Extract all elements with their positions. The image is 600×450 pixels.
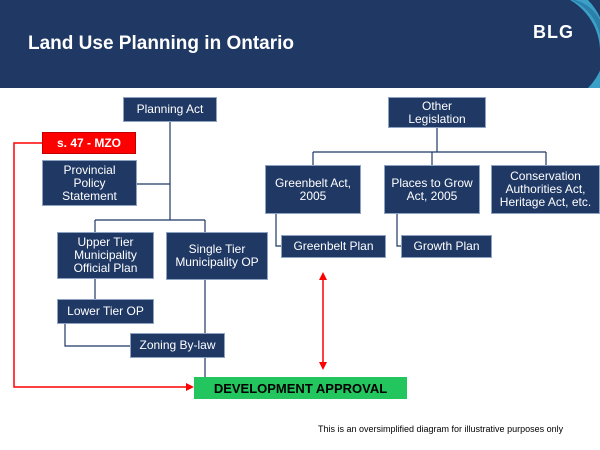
conservation-act-box: Conservation Authorities Act, Heritage A…: [491, 165, 600, 214]
greenbelt-act-box: Greenbelt Act, 2005: [265, 165, 361, 214]
zoning-bylaw-box: Zoning By-law: [130, 333, 225, 358]
other-legislation-box: Other Legislation: [388, 97, 486, 128]
lower-tier-op-box: Lower Tier OP: [57, 299, 154, 324]
places-to-grow-act-box: Places to Grow Act, 2005: [384, 165, 480, 214]
mzo-box: s. 47 - MZO: [42, 132, 136, 154]
mzo-bypass-line: [13, 142, 186, 388]
page-title: Land Use Planning in Ontario: [28, 33, 295, 54]
blg-logo: BLG: [533, 22, 574, 42]
double-arrow-down-head: [319, 362, 327, 370]
provincial-policy-box: Provincial Policy Statement: [42, 160, 137, 206]
planning-act-box: Planning Act: [123, 97, 217, 122]
connector-growth-plan: [396, 214, 401, 247]
development-approval-box: DEVELOPMENT APPROVAL: [194, 377, 407, 399]
upper-tier-op-box: Upper Tier Municipality Official Plan: [57, 232, 154, 279]
connector-greenbelt-plan: [275, 214, 281, 247]
footnote: This is an oversimplified diagram for il…: [318, 424, 564, 434]
slide-header: Land Use Planning in Ontario BLG: [0, 0, 600, 88]
mzo-arrowhead: [186, 383, 194, 391]
connector-lower-zoning: [64, 324, 130, 347]
greenbelt-plan-box: Greenbelt Plan: [281, 235, 386, 258]
header-accent-arc: [498, 0, 600, 88]
growth-plan-box: Growth Plan: [401, 235, 492, 258]
double-arrow-up-head: [319, 272, 327, 280]
single-tier-op-box: Single Tier Municipality OP: [166, 232, 268, 280]
